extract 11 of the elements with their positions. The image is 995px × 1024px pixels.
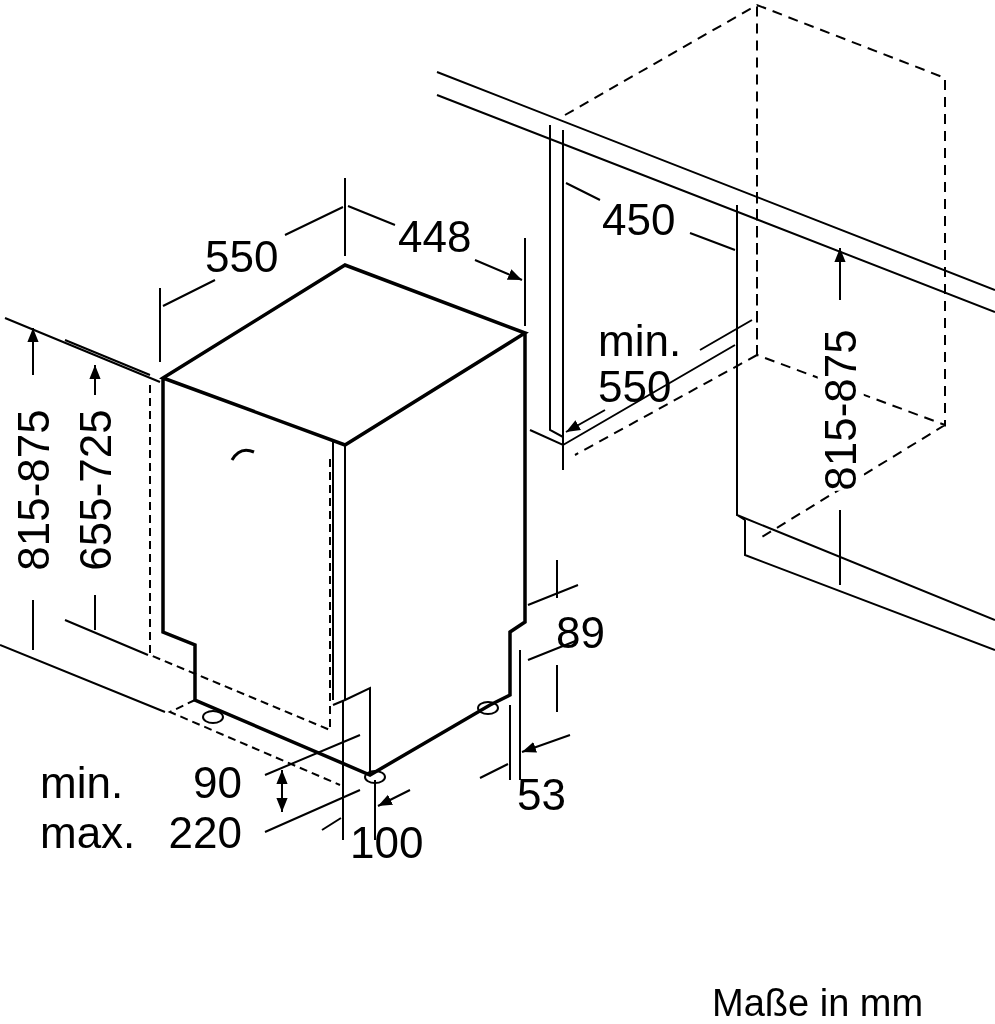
dimension-label: min. 90 [40,760,242,806]
dimension-label: 550 [205,234,279,280]
dimension-label: 89 [556,610,605,656]
dimension-label: 450 [602,197,676,243]
dimension-label: 100 [350,820,424,866]
units-note: Maße in mm [712,982,924,1024]
dimension-label: max. 220 [40,810,242,856]
dimension-label: 53 [517,772,566,818]
dimension-label: min. 550 [598,318,683,410]
dimension-label: 448 [398,214,472,260]
dimension-label: 815-875 [817,329,864,491]
